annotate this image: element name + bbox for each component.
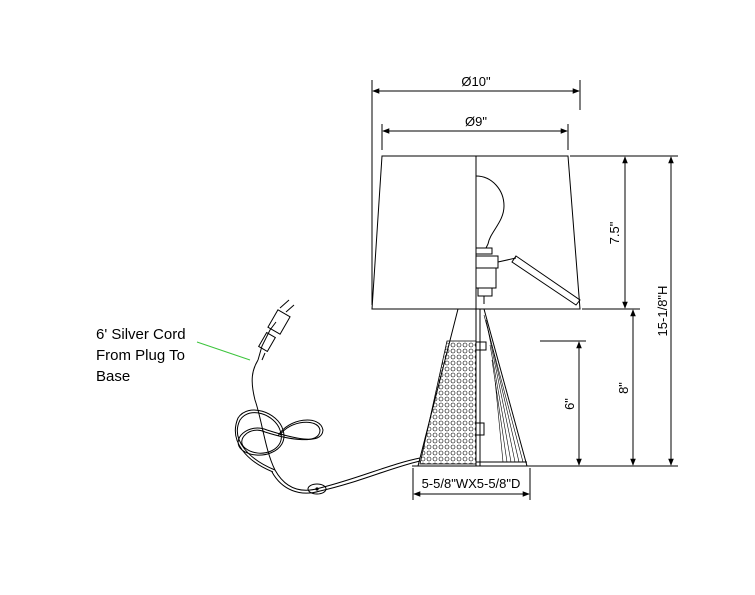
dimension-label-base-footprint: 5-5/8"WX5-5/8"D (422, 476, 521, 491)
cord-label-line-3: Base (96, 368, 130, 385)
dimension-label-base-height: 8" (616, 382, 631, 394)
light-bulb (475, 175, 505, 255)
dimension-label-perforated-height: 6" (562, 398, 577, 410)
lamp-base (412, 308, 530, 467)
perforated-panel (419, 340, 477, 465)
dimension-label-shade-height: 7.5" (607, 221, 622, 244)
lamp-socket (475, 255, 581, 306)
dimension-shade-top: Ø10" (371, 74, 581, 305)
dimension-perforated-height: 6" (562, 341, 582, 466)
dimension-base-footprint: 5-5/8"WX5-5/8"D (412, 468, 531, 500)
cord-label-leader (196, 341, 251, 361)
cord-label-line-2: From Plug To (96, 347, 185, 364)
dimension-label-shade-bottom: Ø9" (465, 114, 487, 129)
dimension-shade-height: 7.5" (607, 156, 628, 309)
cord-label-line-1: 6' Silver Cord (96, 326, 186, 343)
power-cord (234, 299, 421, 495)
dimension-label-overall-height: 15-1/8"H (655, 286, 670, 337)
dimension-overall-height: 15-1/8"H (655, 156, 674, 466)
dimension-base-height: 8" (616, 309, 636, 466)
dimension-label-shade-top: Ø10" (461, 74, 491, 89)
dimension-shade-bottom: Ø9" (381, 114, 569, 150)
cord-label: 6' Silver Cord From Plug To Base (96, 326, 186, 385)
